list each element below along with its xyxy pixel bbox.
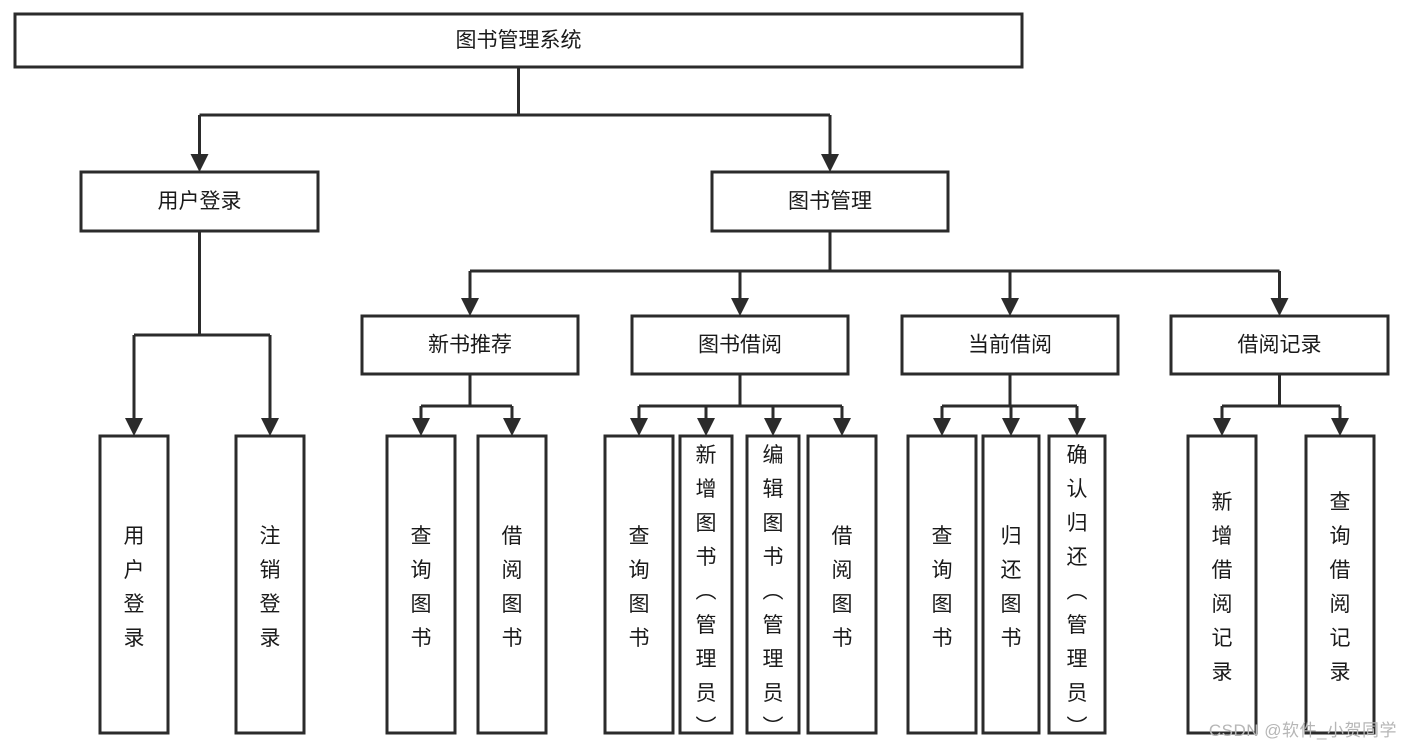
leaf-label: 归还图书 [1001,525,1022,650]
leaf-label: 新增借阅记录 [1212,491,1233,684]
connector-lines [125,67,1349,436]
node-label: 图书管理系统 [456,29,582,52]
node-root[interactable]: 图书管理系统 [13,12,1024,69]
leaf-label: 注销登录 [260,525,281,650]
node-borrow-record[interactable]: 借阅记录 [1169,314,1390,376]
leaf-leaf-edit-book[interactable]: 编辑图书︵管理员︶ [745,434,801,739]
node-label: 图书管理 [788,190,872,213]
node-current-borrow[interactable]: 当前借阅 [900,314,1120,376]
leaf-label: 借阅图书 [832,525,853,650]
node-label: 新书推荐 [428,334,512,357]
leaf-label: 新增图书︵管理员︶ [696,444,717,739]
leaf-leaf-query-book-3[interactable]: 查询图书 [906,434,978,735]
node-user-login[interactable]: 用户登录 [79,170,320,233]
diagram-nodes: 图书管理系统用户登录图书管理新书推荐图书借阅当前借阅借阅记录用户登录注销登录查询… [13,12,1390,739]
leaf-label: 用户登录 [124,525,145,650]
leaf-label: 确认归还︵管理员︶ [1067,444,1088,739]
leaf-leaf-query-record[interactable]: 查询借阅记录 [1304,434,1376,735]
leaf-leaf-query-book-2[interactable]: 查询图书 [603,434,675,735]
leaf-leaf-confirm-return[interactable]: 确认归还︵管理员︶ [1047,434,1107,739]
node-label: 用户登录 [158,190,242,213]
leaf-label: 查询借阅记录 [1330,491,1351,684]
leaf-label: 查询图书 [411,525,432,650]
leaf-leaf-add-record[interactable]: 新增借阅记录 [1186,434,1258,735]
leaf-label: 编辑图书︵管理员︶ [763,444,784,739]
leaf-leaf-user-login[interactable]: 用户登录 [98,434,170,735]
node-label: 图书借阅 [698,334,782,357]
node-book-manage[interactable]: 图书管理 [710,170,950,233]
leaf-label: 借阅图书 [502,525,523,650]
node-new-book-recommend[interactable]: 新书推荐 [360,314,580,376]
node-label: 借阅记录 [1238,334,1322,357]
leaf-label: 查询图书 [932,525,953,650]
node-label: 当前借阅 [968,334,1052,357]
leaf-leaf-query-book-1[interactable]: 查询图书 [385,434,457,735]
leaf-leaf-borrow-book-1[interactable]: 借阅图书 [476,434,548,735]
node-book-borrow[interactable]: 图书借阅 [630,314,850,376]
leaf-label: 查询图书 [629,525,650,650]
leaf-leaf-logout-login[interactable]: 注销登录 [234,434,306,735]
watermark-text: CSDN @软件_小贺同学 [1208,721,1397,740]
leaf-leaf-add-book[interactable]: 新增图书︵管理员︶ [678,434,734,739]
leaf-leaf-borrow-book-2[interactable]: 借阅图书 [806,434,878,735]
leaf-leaf-return-book[interactable]: 归还图书 [981,434,1041,735]
